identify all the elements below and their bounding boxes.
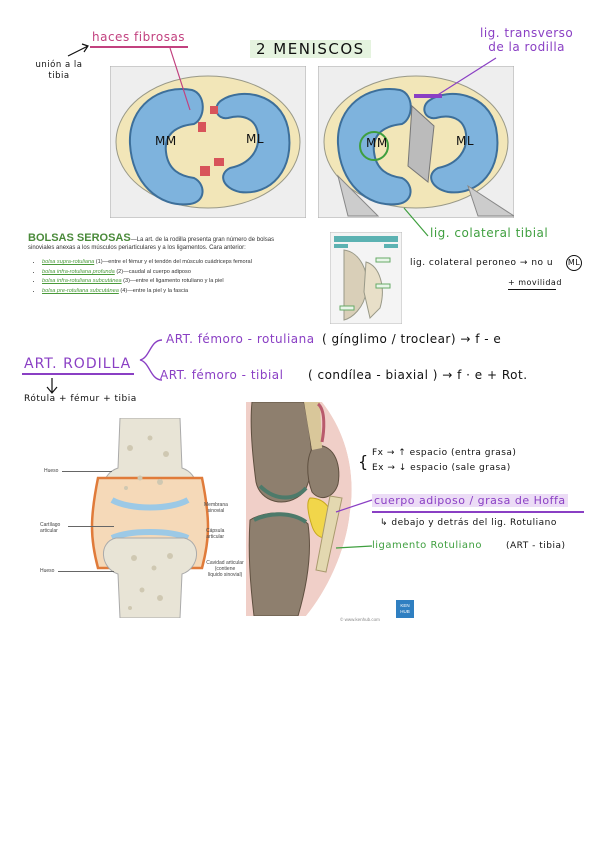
lig-colateral-tibial-label: lig. colateral tibial bbox=[430, 226, 549, 240]
hueso-bottom-label: Hueso bbox=[40, 568, 55, 574]
bolsa-desc: (4)—entre la piel y la fascia bbox=[118, 287, 189, 294]
list-item: bolsa pre-rotuliana subcutánea (4)—entre… bbox=[42, 287, 328, 297]
bolsas-thumbnail bbox=[330, 232, 402, 324]
list-item: bolsa infra-rotuliana subcutánea (3)—ent… bbox=[42, 277, 328, 287]
capsula-line-2: articular bbox=[206, 534, 225, 540]
capsula-line-1: Cápsula bbox=[206, 528, 225, 534]
mm-label-left: MM bbox=[155, 134, 177, 148]
kenhub-source: © www.kenhub.com bbox=[340, 617, 380, 622]
membrana-label: Membrana sinovial bbox=[204, 502, 228, 514]
haces-pointer bbox=[169, 47, 191, 111]
bolsa-link[interactable]: bolsa supra-rotuliana bbox=[42, 259, 95, 266]
union-line-1: unión a la bbox=[35, 60, 83, 70]
cavidad-label: Cavidad articular (contiene líquido sino… bbox=[190, 560, 260, 578]
mm-label-right: MM bbox=[366, 136, 388, 150]
hueso-bottom-line bbox=[58, 571, 114, 572]
movilidad-label: + movilidad bbox=[508, 278, 562, 287]
bolsa-desc: (2)—caudal al cuerpo adiposo bbox=[114, 268, 191, 275]
art-rodilla-title: ART. RODILLA bbox=[24, 356, 132, 372]
bolsa-desc: (3)—entre el ligamento rotuliano y la pi… bbox=[121, 278, 224, 285]
rodilla-components: Rótula + fémur + tibia bbox=[24, 394, 137, 404]
movilidad-underline bbox=[508, 289, 556, 290]
transverso-pointer bbox=[435, 57, 497, 97]
bolsa-link[interactable]: bolsa infra-rotuliana profunda bbox=[42, 268, 115, 275]
bolsa-link[interactable]: bolsa pre-rotuliana subcutánea bbox=[42, 287, 119, 294]
lig-rotuliano-pointer bbox=[335, 545, 373, 549]
hueso-top-label: Hueso bbox=[44, 468, 59, 474]
capsula-label: Cápsula articular bbox=[206, 528, 224, 540]
bolsas-intro-1: —La art. de la rodilla presenta gran núm… bbox=[130, 237, 275, 243]
list-item: bolsa infra-rotuliana profunda (2)—cauda… bbox=[42, 268, 328, 278]
lig-rotuliano-label: ligamento Rotuliano bbox=[372, 540, 482, 551]
bolsa-desc: (1)—entre el fémur y el tendón del múscu… bbox=[94, 259, 252, 266]
colateral-pointer bbox=[403, 207, 429, 237]
membrana-line-2: sinovial bbox=[207, 508, 225, 514]
knee-sagittal-illustration bbox=[246, 402, 412, 616]
menisci-illustration-right bbox=[318, 66, 514, 218]
union-label: unión a la tibia bbox=[24, 60, 94, 82]
cartilago-line-1: Cartílago bbox=[40, 522, 61, 528]
fx-note: Fx → ↑ espacio (entra grasa) bbox=[372, 448, 517, 458]
bolsas-block: BOLSAS SEROSAS—La art. de la rodilla pre… bbox=[28, 232, 328, 296]
union-arrow bbox=[67, 43, 89, 57]
synovial-joint-diagram bbox=[90, 418, 210, 618]
bracket-symbol: { bbox=[358, 452, 369, 471]
kenhub-logo: KEN HUB bbox=[396, 600, 414, 618]
kenhub-logo-line-2: HUB bbox=[400, 609, 410, 614]
union-line-2: tibia bbox=[48, 71, 70, 81]
ml-label-left: ML bbox=[246, 132, 265, 146]
cartilago-line-2: articular bbox=[40, 528, 58, 534]
cartilago-line bbox=[68, 526, 114, 527]
cuerpo-adiposo-underline bbox=[372, 511, 584, 513]
bolsas-title: BOLSAS SEROSAS bbox=[28, 232, 131, 244]
list-item: bolsa supra-rotuliana (1)—entre el fémur… bbox=[42, 258, 328, 268]
down-arrow bbox=[46, 378, 58, 394]
femoro-rotuliana-type: ( gínglimo / troclear) → f - e bbox=[322, 332, 502, 346]
ml-label-right: ML bbox=[456, 134, 475, 148]
bolsa-link[interactable]: bolsa infra-rotuliana subcutánea bbox=[42, 278, 122, 285]
menisci-illustration-left bbox=[110, 66, 306, 218]
lig-rotuliano-paren: (ART - tibia) bbox=[506, 541, 566, 551]
lig-transverso-label: lig. transverso de la rodilla bbox=[480, 26, 573, 54]
lig-colateral-peroneo-label: lig. colateral peroneo → no u bbox=[410, 258, 554, 268]
cavidad-line-2: (contiene bbox=[214, 566, 236, 572]
bolsas-intro: BOLSAS SEROSAS—La art. de la rodilla pre… bbox=[28, 232, 328, 252]
femoro-rotuliana-name: ART. fémoro - rotuliana bbox=[166, 332, 315, 346]
page-title: 2 MENISCOS bbox=[250, 40, 371, 58]
cuerpo-adiposo-pointer bbox=[335, 499, 373, 513]
cartilago-label: Cartílago articular bbox=[40, 522, 60, 534]
haces-fibrosas-label: haces fibrosas bbox=[92, 30, 186, 44]
cuerpo-adiposo-label: cuerpo adiposo / grasa de Hoffa bbox=[372, 494, 568, 507]
art-brace bbox=[139, 339, 163, 381]
femoro-tibial-name: ART. fémoro - tibial bbox=[160, 368, 284, 382]
cavidad-line-1: Cavidad articular bbox=[206, 560, 244, 566]
membrana-line-1: Membrana bbox=[204, 502, 228, 508]
bolsas-list: bolsa supra-rotuliana (1)—entre el fémur… bbox=[28, 258, 328, 296]
ml-circle: ML bbox=[566, 255, 582, 271]
hueso-top-line bbox=[62, 471, 112, 472]
haces-underline bbox=[90, 46, 188, 48]
lig-transverso-line-1: lig. transverso bbox=[480, 26, 574, 40]
ex-note: Ex → ↓ espacio (sale grasa) bbox=[372, 463, 511, 473]
art-rodilla-underline bbox=[22, 373, 134, 375]
kenhub-logo-line-1: KEN bbox=[400, 603, 410, 608]
femoro-tibial-type: ( condílea - biaxial ) → f · e + Rot. bbox=[308, 368, 528, 382]
cavidad-line-3: líquido sinovial) bbox=[207, 572, 243, 578]
lig-transverso-line-2: de la rodilla bbox=[488, 40, 566, 54]
bolsas-intro-2: sinoviales anexas a los músculos periart… bbox=[28, 245, 246, 252]
debajo-note: ↳ debajo y detrás del lig. Rotuliano bbox=[380, 518, 557, 528]
